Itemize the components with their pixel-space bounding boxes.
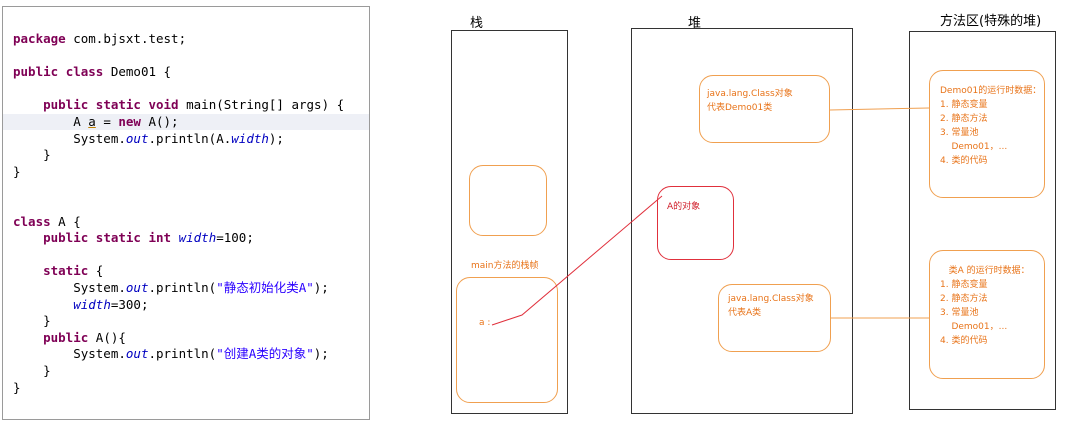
code-token: out [125,346,149,362]
code-line: static { [13,263,103,279]
code-token: } [13,379,21,395]
stack-title: 栈 [470,16,484,31]
code-token: ); [313,280,329,295]
code-token [58,64,66,79]
code-token: "静态初始化类A" [216,280,314,295]
var-a-label: a : [479,318,491,328]
demo01-runtime-text: Demo01的运行时数据： 1. 静态变量 2. 静态方法 3. 常量池 Dem… [940,86,1042,166]
code-token: =100; [216,230,254,246]
code-token: static [95,97,141,113]
code-token: } [13,363,51,378]
code-line: class A { [13,214,81,230]
code-token [13,230,43,245]
stack-frame-empty [469,165,547,236]
code-line: public static int width=100; [13,230,254,246]
code-line: public static void main(String[] args) { [13,97,344,113]
code-token: "创建A类的对象" [216,346,314,362]
code-token: System. [13,346,126,362]
class-object-demo01 [699,75,830,143]
code-token: Demo01 { [103,64,172,80]
code-line: System.out.println("静态初始化类A"); [13,280,329,296]
code-token: A { [50,213,81,229]
code-line: public A(){ [13,330,126,346]
main-frame-label: main方法的栈帧 [471,261,539,271]
code-token: = [95,114,119,129]
code-token: width [178,230,217,246]
main-stack-frame [456,277,558,403]
code-line: System.out.println(A.width); [13,131,284,147]
code-token: a [88,114,96,129]
code-token: static [43,263,89,279]
code-token: ); [313,346,329,362]
code-token: package [13,31,66,46]
code-line: } [13,313,51,329]
code-token: System. [13,130,126,146]
demo01-runtime-data [929,70,1045,198]
code-line: System.out.println("创建A类的对象"); [13,346,329,362]
code-token: .println(A. [148,130,232,146]
code-token: } [13,163,21,179]
a-object [657,186,734,260]
code-line: package com.bjsxt.test; [13,31,186,47]
code-token: width [73,296,111,312]
code-token: out [125,280,149,295]
code-line: } [13,147,51,163]
code-token: class [65,64,104,80]
code-token [13,330,43,345]
code-token: static [95,230,141,246]
code-token [13,97,43,112]
code-token: com.bjsxt.test; [65,31,187,46]
code-line: } [13,380,21,396]
code-token: public [43,329,89,345]
code-token [88,230,96,245]
class-object-a-text: java.lang.Class对象 代表A类 [728,294,814,318]
code-line: } [13,164,21,180]
code-token: new [118,114,141,129]
code-line: } [13,363,51,379]
code-token: public [13,64,59,80]
code-line: public class Demo01 { [13,64,171,80]
code-token: void [148,97,179,113]
code-token: System. [13,280,126,295]
code-token: .println( [148,280,217,295]
method-area-title: 方法区(特殊的堆) [940,14,1042,29]
a-runtime-data [929,250,1045,379]
code-token [13,297,73,312]
code-token: A [13,114,89,129]
code-token: main(String[] args) { [178,97,345,113]
code-line: A a = new A(); [3,114,369,130]
code-panel: package com.bjsxt.test; public class Demo… [2,6,370,420]
code-token: width [231,130,269,146]
code-token [13,263,43,278]
class-object-demo01-text: java.lang.Class对象 代表Demo01类 [707,89,793,113]
code-token: } [13,313,51,329]
code-token [171,230,179,245]
code-token: public [43,230,89,246]
code-token: public [43,97,89,113]
code-token [88,97,96,112]
a-runtime-text: 类A 的运行时数据： 1. 静态变量 2. 静态方法 3. 常量池 Demo01… [940,266,1030,346]
code-token: .println( [148,346,217,362]
code-token: =300; [110,296,149,312]
code-token: int [148,230,172,246]
code-line: width=300; [13,296,149,313]
code-token: } [13,147,51,163]
code-token: class [13,213,51,229]
code-token: A(){ [88,329,126,345]
code-token: { [88,263,104,279]
class-object-a [718,284,831,352]
code-token: A(); [140,114,179,129]
heap-title: 堆 [688,16,702,31]
code-token: out [125,130,149,146]
code-token: ); [268,130,284,146]
a-object-label: A的对象 [667,202,701,212]
